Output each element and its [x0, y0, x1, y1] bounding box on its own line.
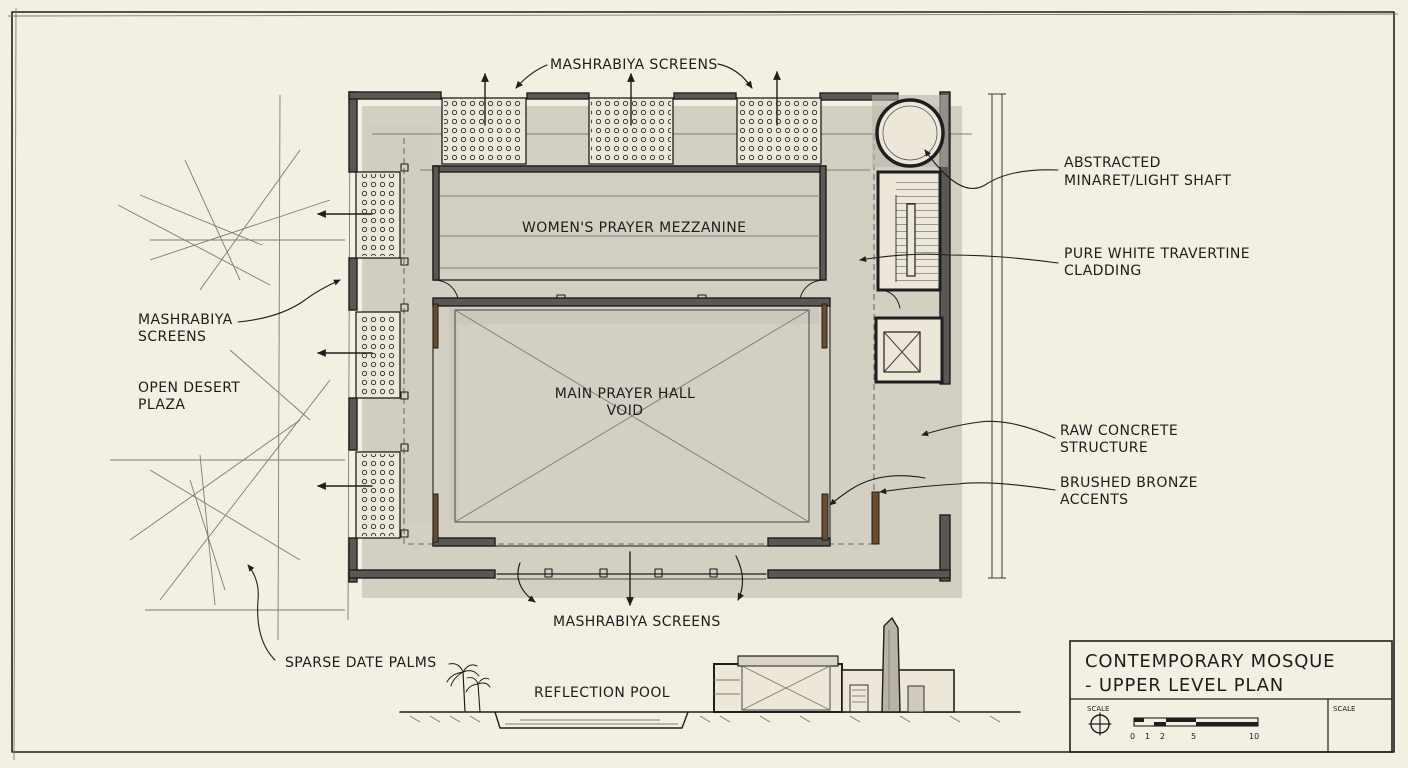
minaret-shaft: [872, 95, 948, 168]
leader-lines: [237, 149, 1059, 661]
prayer-hall: [432, 297, 831, 547]
scale-tick-1: 1: [1145, 732, 1150, 741]
left-screens: [355, 171, 401, 539]
label-travertine-1: PURE WHITE TRAVERTINE: [1064, 246, 1250, 262]
scale-label-left: SCALE: [1087, 705, 1109, 713]
right-guides: [988, 93, 1006, 579]
title-line-2: - UPPER LEVEL PLAN: [1085, 675, 1284, 696]
title-line-1: CONTEMPORARY MOSQUE: [1085, 651, 1335, 672]
scale-label-right: SCALE: [1333, 705, 1355, 713]
label-bronze-1: BRUSHED BRONZE: [1060, 475, 1198, 491]
label-top-screens: MASHRABIYA SCREENS: [550, 57, 718, 73]
label-plaza-1: OPEN DESERT: [138, 380, 240, 396]
title-block: [1069, 640, 1393, 753]
label-minaret-1: ABSTRACTED: [1064, 155, 1161, 171]
label-hall-2: VOID: [607, 403, 644, 419]
label-plaza-2: PLAZA: [138, 397, 185, 413]
direction-arrows: [317, 63, 781, 606]
scale-tick-0: 0: [1130, 732, 1135, 741]
sheet-border: [7, 7, 1399, 761]
label-mezzanine: WOMEN'S PRAYER MEZZANINE: [522, 220, 746, 236]
label-concrete-2: STRUCTURE: [1060, 440, 1148, 456]
label-left-screens-2: SCREENS: [138, 329, 206, 345]
scale-tick-10: 10: [1249, 732, 1259, 741]
label-left-screens-1: MASHRABIYA: [138, 312, 233, 328]
scale-tick-5: 5: [1191, 732, 1196, 741]
top-screens: [441, 97, 822, 165]
label-bronze-2: ACCENTS: [1060, 492, 1128, 508]
label-palms: SPARSE DATE PALMS: [285, 655, 436, 671]
label-travertine-2: CLADDING: [1064, 263, 1142, 279]
label-concrete-1: RAW CONCRETE: [1060, 423, 1178, 439]
stair-core: [871, 170, 944, 545]
labels: MASHRABIYA SCREENS MASHRABIYA SCREENS MA…: [138, 57, 1355, 741]
elevation-sketch: [399, 616, 1021, 729]
label-pool: REFLECTION POOL: [534, 685, 670, 701]
plaza-sketch: [110, 94, 351, 641]
label-hall-1: MAIN PRAYER HALL: [555, 386, 695, 402]
label-bottom-screens: MASHRABIYA SCREENS: [553, 614, 721, 630]
scale-tick-2: 2: [1160, 732, 1165, 741]
mezzanine: [432, 165, 827, 299]
label-minaret-2: MINARET/LIGHT SHAFT: [1064, 173, 1231, 189]
